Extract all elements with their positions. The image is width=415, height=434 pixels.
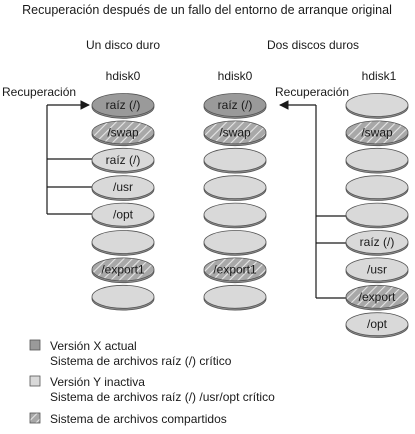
disk-slice-light [203,284,267,309]
legend-swatch-dark [29,339,41,351]
single-hdisk0-slice-1: raíz (/) [91,93,155,119]
double-hdisk0-slice-4 [203,175,267,201]
disk-slice-dark [91,93,155,117]
double-hdisk1-slice-7: /usr [345,257,409,284]
recovery-label-double: Recuperación [275,85,349,99]
disk-slice-light [345,312,409,337]
disk-slice-light [345,147,409,172]
disk-slice-hatched [345,284,409,309]
disk-slice-light [91,175,155,200]
slice-label: /swap [219,125,251,139]
double-hdisk1-slice-3 [345,147,409,174]
double-hdisk1-slice-8: /export [345,284,409,311]
double-hdisk0-slice-5 [203,202,267,229]
single-hdisk0-slice-8 [91,284,155,311]
double-hdisk0-slice-2: /swap [203,120,267,147]
single-hdisk0-slice-3: raíz (/) [91,147,155,174]
slice-label: raíz (/) [106,98,141,112]
single-hdisk0-slice-6 [91,230,155,256]
disk-slice-light [345,175,409,200]
disk-slice-hatched [203,120,267,145]
disk-stack-double-hdisk1: /swap raíz (/) /usr/export/opt [345,93,409,338]
disk-name-double-hdisk0: hdisk0 [218,69,253,83]
double-hdisk1-slice-5 [345,202,409,229]
recovery-label-single: Recuperación [2,85,76,99]
legend-item-hatched: Sistema de archivos compartidos [29,412,227,426]
slice-label: /opt [113,208,134,222]
slice-label: raíz (/) [218,98,253,112]
slice-label: /usr [367,262,387,276]
double-hdisk0-slice-6 [203,230,267,256]
recovery-connector-single [46,100,93,215]
double-hdisk0-slice-3 [203,147,267,174]
slice-label: raíz (/) [360,235,395,249]
disk-slice-light [345,202,409,227]
single-hdisk0-slice-4: /usr [91,175,155,201]
heading-single-disk: Un disco duro [86,38,160,52]
single-hdisk0-slice-5: /opt [91,202,155,229]
disk-slice-light [203,175,267,200]
legend-swatch-hatched [29,412,41,424]
single-hdisk0-slice-2: /swap [91,120,155,147]
double-hdisk1-slice-9: /opt [345,312,409,338]
legend-line-2: Sistema de archivos raíz (/) crítico [50,354,232,368]
disk-slice-light [203,230,267,254]
legend-swatch-light [29,375,41,387]
recovery-connector-double [279,100,346,299]
diagram-title: Recuperación después de un fallo del ent… [22,3,392,17]
single-hdisk0-slice-7: /export1 [91,257,155,284]
disk-name-double-hdisk1: hdisk1 [362,69,397,83]
legend-line-1: Versión Y inactiva [50,375,145,389]
double-hdisk0-slice-8 [203,284,267,311]
legend-line-2: Sistema de archivos raíz (/) /usr/opt cr… [50,390,275,404]
double-hdisk1-slice-2: /swap [345,120,409,147]
double-hdisk0-slice-7: /export1 [203,257,267,284]
disk-slice-hatched [345,120,409,145]
legend-line-1: Sistema de archivos compartidos [50,412,227,426]
disk-slice-dark [203,93,267,117]
double-hdisk1-slice-4 [345,175,409,201]
slice-label: /opt [367,317,388,331]
slice-label: /usr [113,180,133,194]
disk-slice-hatched [203,257,267,282]
disk-slice-hatched [91,120,155,145]
disk-slice-light [91,202,155,227]
double-hdisk1-slice-1 [345,93,409,119]
disk-stack-single-hdisk0: raíz (/) /swap raíz (/) /usr/opt/export1 [91,93,155,311]
legend-line-1: Versión X actual [50,339,137,353]
disk-slice-light [91,284,155,309]
disk-slice-light [345,257,409,282]
disk-slice-light [91,147,155,172]
disk-slice-light [203,147,267,172]
disk-slice-light [345,230,409,254]
slice-label: /export1 [213,262,257,276]
slice-label: /export1 [101,262,145,276]
disk-slice-light [345,93,409,117]
disk-name-single-hdisk0: hdisk0 [106,69,141,83]
disk-slice-light [203,202,267,227]
disk-slice-light [91,230,155,254]
slice-label: raíz (/) [106,153,141,167]
disk-slice-hatched [91,257,155,282]
double-hdisk1-slice-6: raíz (/) [345,230,409,256]
slice-label: /swap [107,125,139,139]
disk-stack-double-hdisk0: raíz (/) /swap/export1 [203,93,267,311]
double-hdisk0-slice-1: raíz (/) [203,93,267,119]
heading-two-disks: Dos discos duros [267,38,359,52]
slice-label: /export [359,290,396,304]
slice-label: /swap [361,125,393,139]
